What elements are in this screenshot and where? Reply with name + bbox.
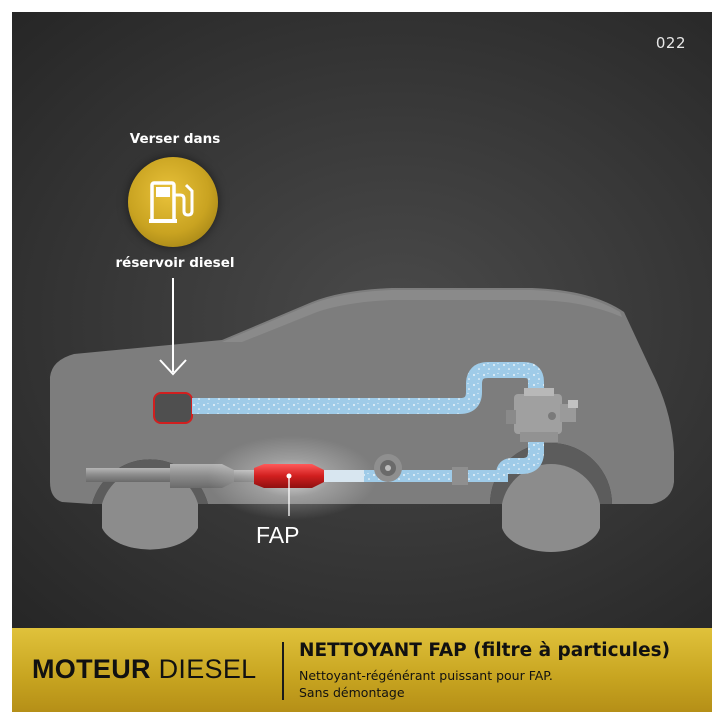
product-subtitle-2: Sans démontage [299, 685, 405, 700]
engine-icon [506, 388, 578, 442]
fuel-pump-icon [149, 181, 194, 223]
engine-type-bold: MOTEUR [32, 654, 151, 684]
fuel-line [192, 362, 544, 414]
fap-label: FAP [256, 522, 300, 548]
engine-type: MOTEUR DIESEL [32, 654, 256, 685]
instruction-line2: réservoir diesel [115, 255, 235, 271]
instruction-line1: Verser dans [129, 131, 221, 147]
product-subtitle-1: Nettoyant-régénérant puissant pour FAP. [299, 668, 553, 683]
scene: 022 Verser dans réservoir diesel FAP [12, 12, 712, 628]
exhaust-pipe-rear [86, 468, 194, 482]
product-title: NETTOYANT FAP (filtre à particules) [299, 640, 671, 661]
image-code: 022 [655, 34, 686, 52]
fuel-pump-badge [128, 157, 218, 247]
turbo-icon [374, 454, 402, 482]
fuel-tank [153, 392, 193, 424]
product-banner: MOTEUR DIESEL NETTOYANT FAP (filtre à pa… [12, 628, 712, 712]
car-illustration [50, 278, 674, 553]
engine-type-regular: DIESEL [158, 654, 257, 684]
banner-divider [282, 642, 284, 700]
down-arrow-icon [159, 278, 187, 376]
car-body [50, 288, 674, 504]
frame: 022 Verser dans réservoir diesel FAP MOT… [12, 12, 712, 712]
